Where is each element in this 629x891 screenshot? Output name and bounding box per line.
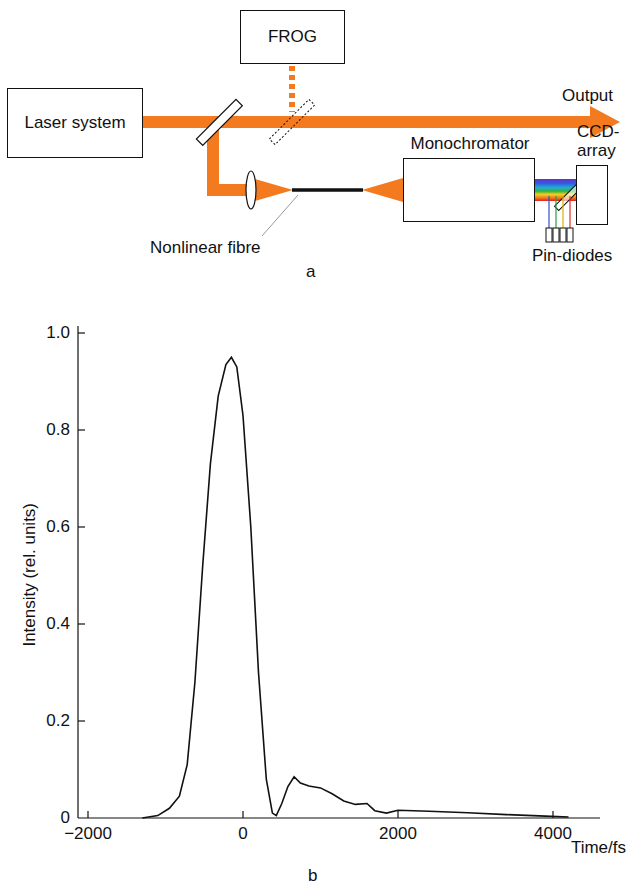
box-heading: CCD- array — [577, 122, 625, 161]
ccd-box: CCD- array — [576, 165, 608, 225]
panel-letter: b — [308, 866, 317, 886]
pin-diodes-label: Pin-diodes — [532, 246, 612, 266]
panel-letter: a — [306, 262, 315, 282]
monochromator-box: Monochromator — [403, 158, 535, 222]
focusing-cone — [255, 179, 293, 201]
y-tick-label: 0.4 — [46, 614, 70, 634]
x-tick-label: 4000 — [534, 824, 572, 844]
y-tick-label: 0.2 — [46, 711, 70, 731]
x-axis-title: Time/fs — [571, 838, 626, 858]
nonlinear-fibre — [292, 188, 363, 192]
y-tick-label: 1.0 — [46, 323, 70, 343]
intensity-curve — [142, 357, 568, 818]
box-label: Laser system — [24, 113, 125, 133]
diverging-cone — [362, 178, 403, 202]
laser-beam-path — [143, 122, 403, 190]
y-tick-label: 0.6 — [46, 517, 70, 537]
y-tick-label: 0.8 — [46, 420, 70, 440]
y-axis-title: Intensity (rel. units) — [20, 503, 40, 647]
axis-ticks — [78, 333, 553, 818]
lens — [246, 171, 256, 209]
x-tick-label: −2000 — [64, 824, 112, 844]
pin-diodes — [546, 228, 573, 242]
leader-line — [262, 195, 298, 236]
removable-mirror — [269, 99, 314, 144]
frog-pickoff-beam — [289, 66, 295, 112]
box-heading: Monochromator — [404, 134, 536, 154]
output-label: Output — [562, 86, 613, 106]
frog-box: FROG — [240, 10, 345, 64]
fibre-label: Nonlinear fibre — [150, 238, 261, 258]
laser-box: Laser system — [7, 88, 143, 158]
x-tick-label: 0 — [238, 824, 247, 844]
y-axis — [77, 326, 78, 818]
x-axis — [78, 817, 600, 818]
x-tick-label: 2000 — [379, 824, 417, 844]
box-label: FROG — [268, 27, 317, 47]
pin-diode-lines — [549, 196, 570, 228]
beam-splitter — [196, 99, 242, 145]
